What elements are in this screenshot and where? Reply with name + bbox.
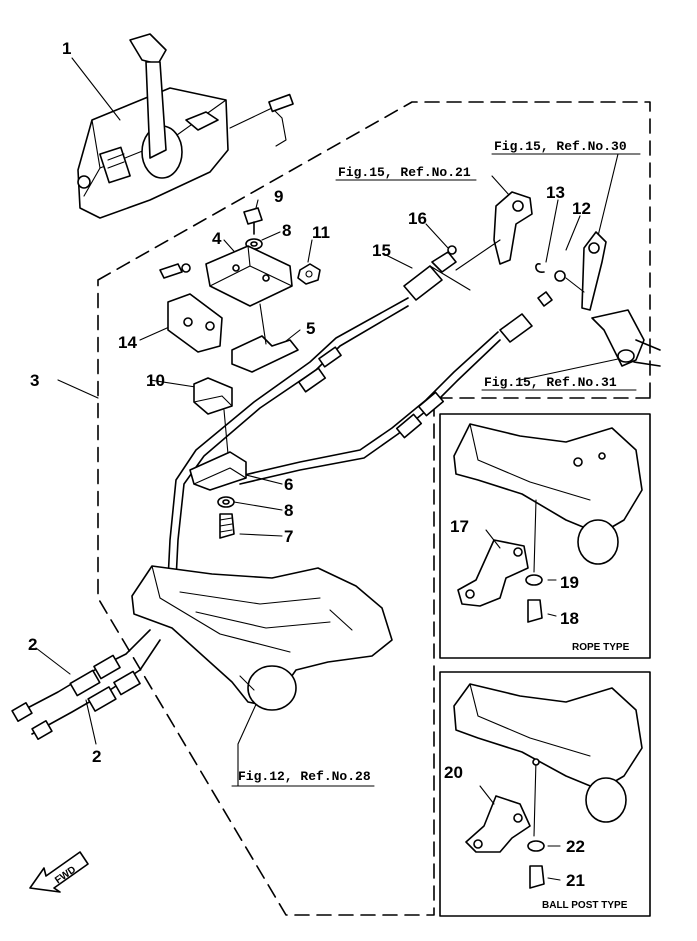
label-10: 10 (146, 371, 165, 390)
label-4: 4 (212, 229, 222, 248)
ref-fig15-no30: Fig.15, Ref.No.30 (494, 139, 627, 154)
ref-fig15-no31: Fig.15, Ref.No.31 (484, 375, 617, 390)
label-8-upper: 8 (282, 221, 291, 240)
label-5: 5 (306, 319, 315, 338)
assembly-boundary-3 (97, 101, 651, 916)
label-19: 19 (560, 573, 579, 592)
label-16: 16 (408, 209, 427, 228)
label-1: 1 (62, 39, 71, 58)
cables-part-2 (11, 629, 161, 740)
label-21: 21 (566, 871, 585, 890)
part-number-labels: 1 9 8 11 4 14 5 10 3 6 8 7 15 16 13 12 2… (28, 39, 591, 890)
fwd-arrow-icon: FWD (29, 851, 89, 893)
label-12: 12 (572, 199, 591, 218)
ref-fig12-no28: Fig.12, Ref.No.28 (238, 769, 371, 784)
label-13: 13 (546, 183, 565, 202)
remote-control-box (77, 33, 294, 219)
rope-type-inset (439, 413, 651, 659)
label-2-lower: 2 (92, 747, 101, 766)
label-7: 7 (284, 527, 293, 546)
label-6: 6 (284, 475, 293, 494)
label-2-upper: 2 (28, 635, 37, 654)
label-14: 14 (118, 333, 137, 352)
label-15: 15 (372, 241, 391, 260)
ball-post-type-inset (439, 671, 651, 917)
label-8-lower: 8 (284, 501, 293, 520)
upper-bracket-group (159, 207, 321, 415)
reference-labels: Fig.15, Ref.No.21 Fig.15, Ref.No.30 Fig.… (238, 139, 641, 784)
label-18: 18 (560, 609, 579, 628)
ref-fig15-no21: Fig.15, Ref.No.21 (338, 165, 471, 180)
label-22: 22 (566, 837, 585, 856)
label-17: 17 (450, 517, 469, 536)
ball-post-type-caption: BALL POST TYPE (542, 900, 628, 911)
engine-cowling (131, 565, 393, 711)
label-9: 9 (274, 187, 283, 206)
label-20: 20 (444, 763, 463, 782)
label-3: 3 (30, 371, 39, 390)
label-11: 11 (312, 223, 330, 242)
control-cables (167, 191, 661, 581)
rope-type-caption: ROPE TYPE (572, 642, 630, 653)
lower-bracket-group (189, 409, 247, 539)
